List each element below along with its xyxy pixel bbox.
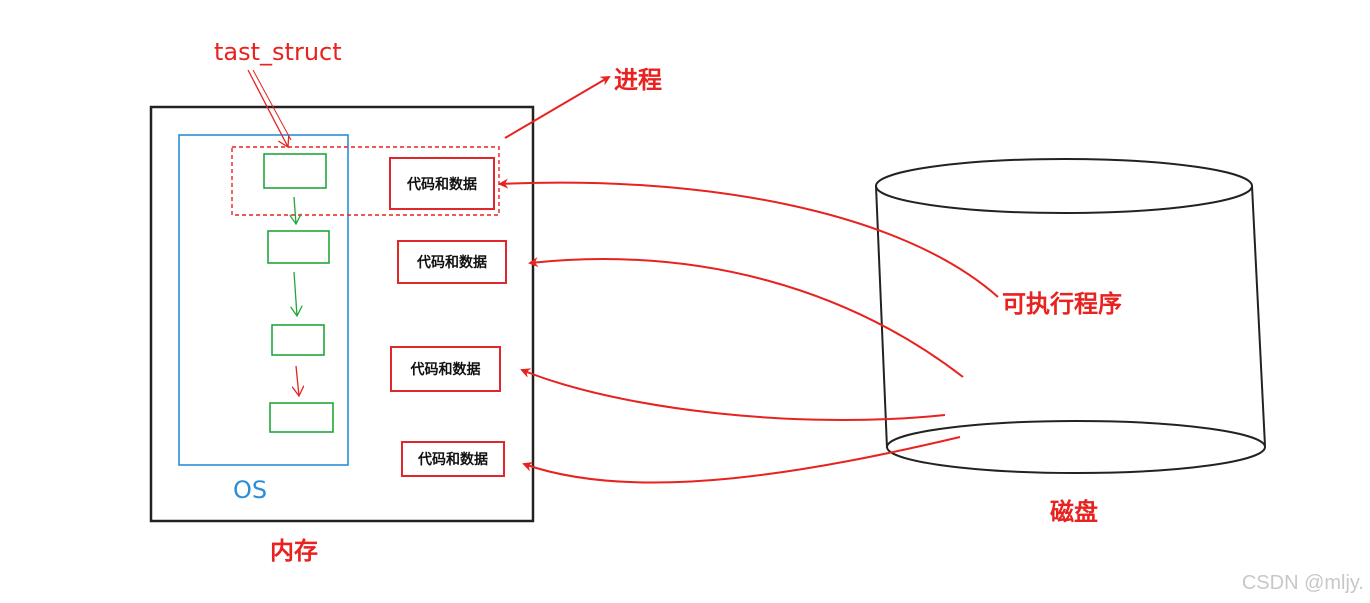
task-struct-arrow-shadow — [252, 69, 292, 141]
memory-box — [149, 105, 535, 523]
task-struct-arrow — [247, 69, 288, 147]
link-arrow — [294, 271, 297, 316]
watermark: CSDN @mljy. — [1241, 572, 1364, 594]
process-label: 进程 — [614, 66, 662, 94]
pcb-node — [267, 230, 330, 264]
memory-label: 内存 — [270, 537, 318, 565]
load-arrow-3 — [520, 368, 946, 421]
link-arrow — [294, 196, 296, 224]
link-arrow — [296, 365, 299, 396]
pcb-node — [263, 153, 327, 189]
os-label: OS — [233, 476, 268, 504]
disk-cylinder — [875, 158, 1266, 474]
pcb-node — [271, 324, 325, 356]
disk-label: 磁盘 — [1050, 498, 1098, 526]
code-data-block: 代码和数据 — [389, 157, 495, 210]
os-box — [178, 134, 349, 466]
load-arrow-4 — [522, 436, 961, 484]
executable-label: 可执行程序 — [1002, 290, 1122, 318]
process-arrow — [504, 75, 611, 139]
code-data-block: 代码和数据 — [397, 240, 507, 284]
code-data-block: 代码和数据 — [401, 441, 505, 477]
load-arrow-2 — [528, 257, 964, 378]
code-data-block: 代码和数据 — [390, 346, 501, 392]
task-struct-label: tast_struct — [214, 38, 342, 66]
pcb-node — [269, 402, 334, 433]
load-arrow-1 — [498, 178, 999, 298]
